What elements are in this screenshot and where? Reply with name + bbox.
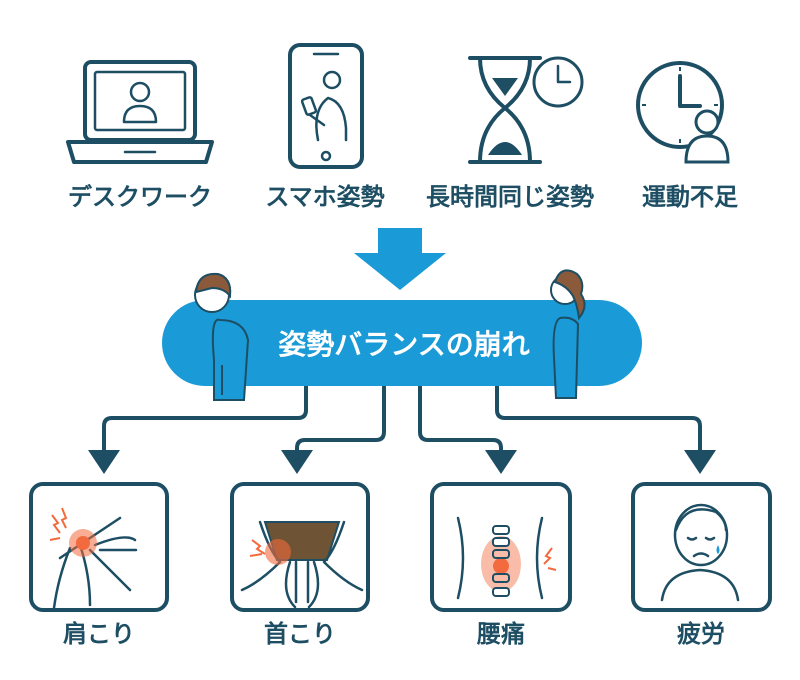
cause-label-same-posture: 長時間同じ姿勢 — [426, 183, 594, 211]
lower-back-pain-icon — [430, 482, 572, 612]
smartphone-user-icon — [288, 43, 364, 169]
laptop-user-icon — [66, 60, 214, 164]
effect-label-back-pain: 腰痛 — [476, 620, 525, 648]
hourglass-clock-icon — [468, 56, 584, 164]
upright-person-icon — [550, 269, 586, 399]
branch-arrow-shoulder — [102, 378, 308, 452]
down-arrow-icon — [354, 228, 446, 290]
effect-label-stiff-shoulders: 肩こり — [63, 620, 135, 648]
branch-arrow-back — [418, 378, 503, 452]
cause-label-desk-work: デスクワーク — [68, 183, 212, 211]
fatigue-face-icon — [631, 482, 772, 612]
effect-label-fatigue: 疲労 — [677, 620, 725, 648]
cause-label-smartphone-posture: スマホ姿勢 — [265, 183, 384, 211]
clock-user-icon — [636, 61, 730, 164]
center-pill — [162, 300, 642, 386]
effect-label-stiff-neck: 首こり — [264, 620, 336, 648]
branch-arrow-neck — [295, 378, 386, 452]
branch-arrow-fatigue — [495, 378, 702, 452]
center-label: 姿勢バランスの崩れ — [278, 328, 529, 361]
branch-arrows — [88, 378, 716, 474]
shoulder-pain-icon — [29, 482, 169, 612]
neck-pain-icon — [230, 482, 370, 612]
cause-label-lack-of-exercise: 運動不足 — [642, 183, 738, 211]
slouching-person-icon — [194, 272, 250, 401]
